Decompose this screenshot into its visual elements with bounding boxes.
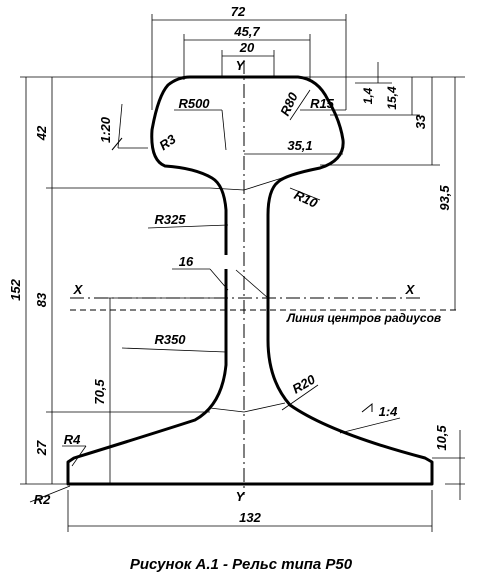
axis-left-x-label: X xyxy=(73,282,84,297)
r15-label: R15 xyxy=(310,96,335,111)
r325-label: R325 xyxy=(154,212,186,227)
dim-right-small-2: 15,4 xyxy=(385,86,399,110)
r2-label: R2 xyxy=(34,492,51,507)
r3-label: R3 xyxy=(156,131,179,153)
slope-top-angle-mark xyxy=(111,137,123,151)
axis-right-x-label: X xyxy=(405,282,416,297)
web-gap xyxy=(222,255,230,269)
dim-right-small-1: 1,4 xyxy=(361,87,375,104)
axis-bottom-label: Y xyxy=(236,489,246,504)
r80-label: R80 xyxy=(277,89,301,118)
dim-base-height: 27 xyxy=(34,440,49,456)
dim-head-inner-width: 45,7 xyxy=(233,24,260,39)
axis-top-label: Y xyxy=(236,58,246,73)
dim-half-head: 35,1 xyxy=(287,138,312,153)
construction-lines xyxy=(20,14,465,532)
r20-label: R20 xyxy=(290,371,319,396)
dim-head-height: 42 xyxy=(34,125,49,141)
dim-center-width: 20 xyxy=(239,40,255,55)
rail-outline xyxy=(66,75,434,486)
slope-base-label: 1:4 xyxy=(379,404,399,419)
dim-right-935: 93,5 xyxy=(437,185,452,211)
dim-height-total: 152 xyxy=(8,278,23,300)
r350-label: R350 xyxy=(154,332,186,347)
slope-top-label: 1:20 xyxy=(98,116,113,143)
centers-line-label: Линия центров радиусов xyxy=(286,311,441,325)
dim-web-thickness: 16 xyxy=(179,254,194,269)
slope-base-angle-mark xyxy=(361,402,373,413)
r4-label: R4 xyxy=(64,432,81,447)
r500-label: R500 xyxy=(178,96,210,111)
dim-base-edge: 10,5 xyxy=(434,425,449,451)
dim-top-width: 72 xyxy=(231,4,246,19)
dim-base-width: 132 xyxy=(239,510,261,525)
dim-right-33: 33 xyxy=(413,114,428,129)
r10-label: R10 xyxy=(292,187,321,211)
figure-caption: Рисунок А.1 - Рельс типа Р50 xyxy=(129,556,353,573)
dim-neutral-height: 70,5 xyxy=(92,379,107,405)
dim-web-height: 83 xyxy=(34,292,49,307)
